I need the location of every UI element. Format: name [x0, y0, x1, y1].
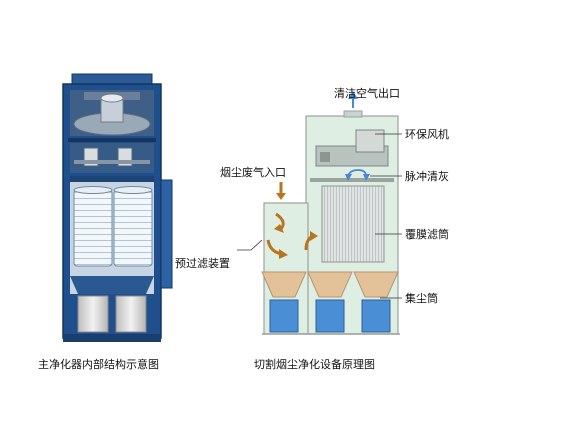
fan-motor-top [100, 93, 124, 103]
label-fan: 环保风机 [405, 128, 449, 141]
filter-cartridge-left [73, 189, 113, 267]
dust-collector-cabinet [62, 73, 173, 342]
dust-bin-2 [315, 299, 345, 333]
swirl-arrow-1-head [274, 224, 284, 233]
hopper-2 [307, 271, 353, 298]
label-dust-bin: 集尘筒 [405, 292, 438, 305]
label-membrane-filter: 覆膜滤筒 [405, 228, 449, 241]
swirl-arrow-2-head [279, 249, 288, 259]
filter-cartridge-right-cap [113, 186, 153, 194]
hopper-3 [353, 271, 399, 298]
cabinet-side-duct [160, 179, 173, 289]
right-caption: 切割烟尘净化设备原理图 [254, 358, 375, 371]
label-pulse-cleaning: 脉冲清灰 [405, 170, 449, 183]
outlet-nozzle [343, 110, 363, 118]
label-clean-air-outlet: 清洁空气出口 [334, 87, 400, 100]
valve-chamber [70, 143, 154, 173]
outlet-arrow-head [348, 91, 358, 99]
dust-bin-right [115, 295, 147, 333]
inlet-arrow-head [276, 193, 286, 200]
tube-sheet [70, 176, 154, 182]
fan-motor-box [355, 129, 385, 153]
hopper-1 [261, 271, 307, 298]
dust-bin-left [77, 295, 109, 333]
pulse-arrow-head-right [363, 174, 370, 181]
transfer-arrow-head [310, 231, 318, 241]
filter-cartridge-right [113, 189, 153, 267]
leader-prefilter [237, 239, 263, 251]
dust-bin-3 [361, 299, 391, 333]
fan-inlet [320, 152, 330, 162]
label-smoke-inlet: 烟尘废气入口 [220, 166, 286, 179]
cabinet-hopper [70, 276, 154, 294]
dust-bin-1 [269, 299, 299, 333]
principle-schematic [237, 91, 402, 335]
cabinet-divider [68, 138, 156, 142]
pulse-arrow-head-left [345, 174, 352, 181]
air-header-pipe [74, 160, 150, 164]
label-pre-filter: 预过滤装置 [175, 257, 230, 270]
filter-cartridge-left-cap [73, 186, 113, 194]
left-caption: 主净化器内部结构示意图 [38, 358, 159, 371]
partition-plate [310, 178, 394, 182]
cabinet-base [63, 334, 161, 342]
membrane-filter-cartridge [321, 185, 385, 263]
pulse-arrow [347, 169, 367, 177]
